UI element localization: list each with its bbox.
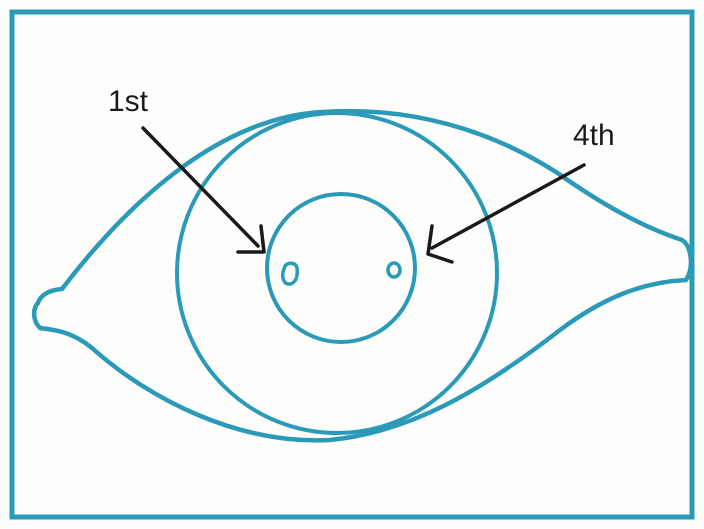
arrow-fourth-icon [428, 165, 584, 262]
reflection-left-icon [283, 263, 297, 284]
label-fourth: 4th [573, 121, 615, 151]
eye-outline-icon [34, 111, 691, 440]
label-first: 1st [108, 87, 148, 117]
pupil-circle [267, 194, 415, 342]
iris-circle [177, 113, 497, 433]
arrow-first-icon [143, 128, 264, 252]
reflection-right-icon [388, 263, 400, 277]
